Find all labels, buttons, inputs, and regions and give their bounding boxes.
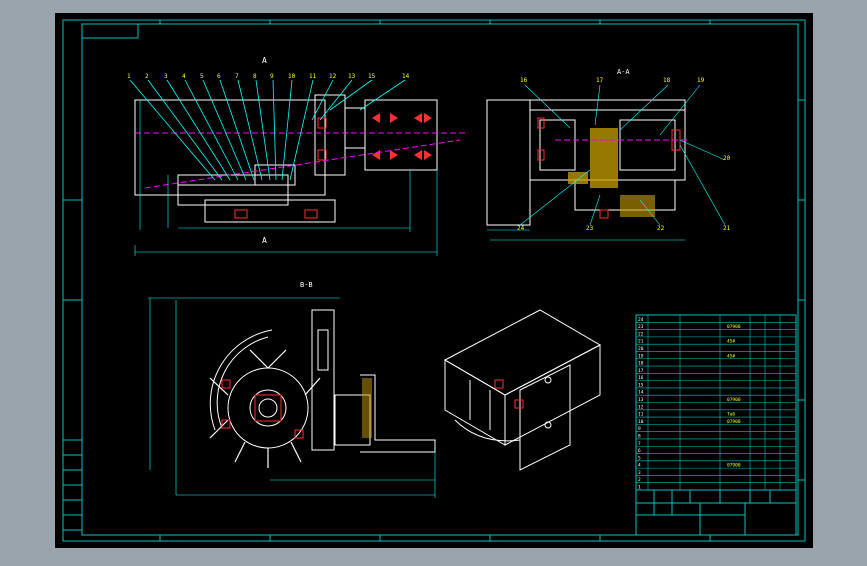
leader-lines <box>129 79 406 181</box>
isometric-view <box>443 309 602 471</box>
part-number-19: 19 <box>697 77 705 84</box>
bom-item-number: 6 <box>638 448 641 454</box>
bom-item-number: 15 <box>638 382 644 388</box>
section-mark-top: A <box>262 56 267 65</box>
bom-item-number: 24 <box>638 317 644 323</box>
centre-axis <box>144 139 461 189</box>
section-view-a: A-A 16 17 18 19 20 21 22 23 24 <box>486 68 731 241</box>
bom-item-number: 3 <box>638 470 641 476</box>
bom-item-number: 2 <box>638 477 641 483</box>
bom-material: 07900 <box>727 419 741 425</box>
bom-item-number: 9 <box>638 426 641 432</box>
part-number-3: 3 <box>164 73 168 80</box>
bom-material: 07900 <box>727 397 741 403</box>
corner-label-box <box>81 23 139 39</box>
part-number-21: 21 <box>723 225 731 232</box>
revision-table <box>62 439 83 531</box>
part-number-17: 17 <box>596 77 604 84</box>
part-number-1: 1 <box>127 73 131 80</box>
part-number-24: 24 <box>517 225 525 232</box>
part-number-2: 2 <box>145 73 149 80</box>
bom-item-number: 11 <box>638 412 644 418</box>
part-number-13: 13 <box>348 73 356 80</box>
view-label-b: B-B <box>300 281 313 289</box>
part-number-8: 8 <box>253 73 257 80</box>
part-number-20: 20 <box>723 155 731 162</box>
part-number-15: 15 <box>368 73 376 80</box>
bom-item-number: 21 <box>638 339 644 345</box>
bom-material: Ta6 <box>727 412 735 418</box>
front-view: A A 1 2 3 4 5 6 7 8 9 10 11 12 13 15 14 <box>127 56 465 256</box>
bom-item-number: 5 <box>638 455 641 461</box>
bom-material: 45# <box>727 339 735 345</box>
part-number-18: 18 <box>663 77 671 84</box>
view-label-a: A-A <box>617 68 630 76</box>
bom-item-number: 19 <box>638 353 644 359</box>
part-number-10: 10 <box>288 73 296 80</box>
part-number-16: 16 <box>520 77 528 84</box>
bom-item-number: 1 <box>638 485 641 491</box>
inner-frame <box>81 23 799 536</box>
bom-item-number: 14 <box>638 390 644 396</box>
bom-item-number: 4 <box>638 463 641 469</box>
part-number-14: 14 <box>402 73 410 80</box>
motion-arrows <box>372 113 432 160</box>
section-mark-bottom: A <box>262 236 267 245</box>
part-number-22: 22 <box>657 225 665 232</box>
part-number-12: 12 <box>329 73 337 80</box>
part-number-4: 4 <box>182 73 186 80</box>
bom-item-number: 20 <box>638 346 644 352</box>
bom-item-number: 17 <box>638 368 644 374</box>
bom-material: 07900 <box>727 324 741 330</box>
bom-item-number: 22 <box>638 331 644 337</box>
sectioned-shaft <box>590 128 618 188</box>
bom-item-number: 7 <box>638 441 641 447</box>
part-number-9: 9 <box>270 73 274 80</box>
bom-item-number: 18 <box>638 361 644 367</box>
bom-item-number: 23 <box>638 324 644 330</box>
drawing-sheet <box>55 13 813 548</box>
part-number-23: 23 <box>586 225 594 232</box>
sprocket-view: B-B <box>148 281 436 498</box>
bom-item-number: 16 <box>638 375 644 381</box>
part-number-7: 7 <box>235 73 239 80</box>
bom-material: 07900 <box>727 463 741 469</box>
zone-ticks <box>63 20 805 541</box>
bom-item-number: 13 <box>638 397 644 403</box>
bom-item-number: 8 <box>638 433 641 439</box>
bom-item-number: 10 <box>638 419 644 425</box>
bom-material: 45# <box>727 353 735 359</box>
title-block <box>635 489 797 536</box>
part-number-5: 5 <box>200 73 204 80</box>
part-number-6: 6 <box>217 73 221 80</box>
part-number-11: 11 <box>309 73 317 80</box>
bom-item-number: 12 <box>638 404 644 410</box>
outer-frame <box>62 19 806 542</box>
